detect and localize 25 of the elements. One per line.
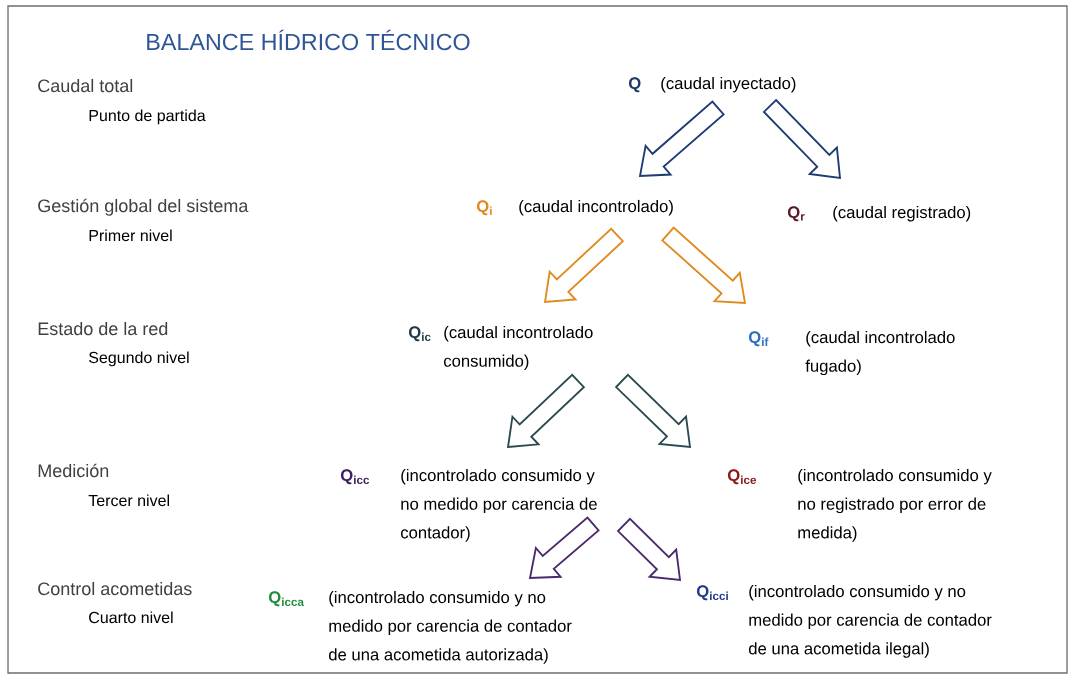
level-heading: Medición bbox=[38, 463, 109, 478]
block-arrow bbox=[661, 226, 747, 304]
block-arrow bbox=[528, 516, 600, 579]
flow-quantity: Q$_{icca}$ (incontrolado consumido y no medido por carencia de contador de una acometida autorizada) bbox=[268, 590, 572, 664]
level-heading: Estado de la red bbox=[38, 321, 168, 336]
flow-quantity: Q$_{r}$ (caudal registrado) bbox=[787, 205, 971, 222]
level-subheading: Tercer nivel bbox=[88, 494, 169, 507]
flow-quantity: Q$_{i}$ (caudal incontrolado) bbox=[476, 199, 673, 216]
level-heading: Caudal total bbox=[38, 78, 133, 93]
level-subheading: Cuarto nivel bbox=[89, 611, 173, 624]
flow-quantity: Q$_{icc}$ (incontrolado consumido y no medido por carencia de contador) bbox=[340, 468, 597, 542]
block-arrow bbox=[506, 373, 586, 449]
flow-quantity: Q$_{ice}$ (incontrolado consumido y no registrado por error de medida) bbox=[727, 468, 992, 542]
level-heading: Control acometidas bbox=[38, 581, 192, 596]
level-subheading: Primer nivel bbox=[89, 229, 172, 242]
flow-quantity: Q (caudal inyectado) bbox=[628, 76, 796, 93]
block-arrow bbox=[638, 100, 725, 177]
flow-quantity: Q$_{ic}$ (caudal incontrolado consumido) bbox=[408, 325, 593, 371]
level-subheading: Punto de partida bbox=[89, 109, 206, 125]
level-subheading: Segundo nivel bbox=[89, 351, 189, 367]
flow-quantity: Q$_{if}$ (caudal incontrolado fugado) bbox=[748, 330, 955, 376]
title: BALANCE HÍDRICO TÉCNICO bbox=[147, 29, 470, 51]
level-heading: Gestión global del sistema bbox=[38, 198, 249, 216]
block-arrow bbox=[543, 227, 625, 303]
flow-quantity: Q$_{icci}$ (incontrolado consumido y no medido por carencia de contador de una acometida ilegal) bbox=[696, 584, 992, 658]
